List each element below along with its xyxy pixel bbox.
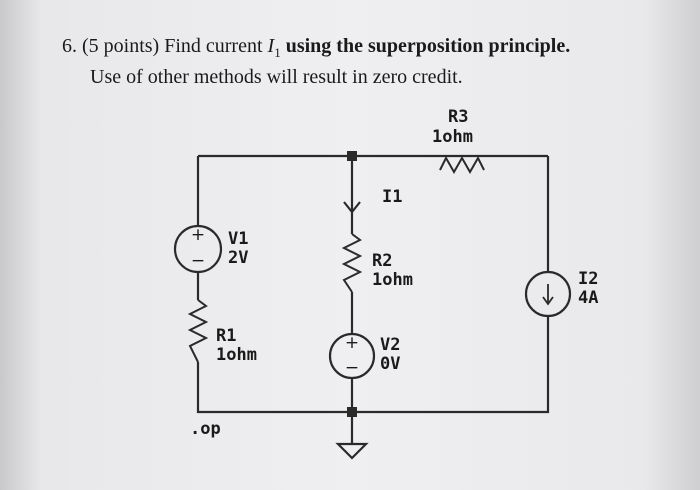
i1-name: I1	[382, 187, 402, 207]
v2-name: V2	[380, 335, 400, 355]
ground-symbol	[335, 442, 369, 460]
r2-value: 1ohm	[372, 270, 413, 290]
question-bold-text: using the superposition principle.	[285, 35, 571, 57]
r1-name: R1	[216, 326, 236, 346]
r2-resistor	[341, 233, 363, 293]
r2-name: R2	[372, 251, 392, 271]
current-subscript: 1	[274, 45, 281, 60]
i2-value: 4A	[578, 288, 598, 308]
question-line-1: 6. (5 points) Find current I1 using the …	[62, 34, 682, 65]
i2-name: I2	[578, 269, 598, 289]
node-top	[347, 151, 357, 161]
wire-right-bottom	[352, 316, 550, 414]
r3-name: R3	[448, 107, 468, 127]
i1-current-arrow	[343, 201, 361, 214]
question-number: 6.	[62, 35, 77, 57]
question-text: 6. (5 points) Find current I1 using the …	[62, 34, 682, 89]
r3-resistor	[439, 155, 485, 175]
op-directive: .op	[190, 419, 221, 439]
wire-left-bottom	[196, 362, 352, 414]
v1-name: V1	[228, 229, 248, 249]
current-symbol: I	[267, 35, 275, 57]
v1-voltage-source: + −	[173, 224, 223, 274]
r3-value: 1ohm	[432, 127, 473, 147]
v1-minus-sign: −	[191, 251, 205, 271]
v2-value: 0V	[380, 354, 400, 374]
node-bottom	[347, 407, 357, 417]
r1-resistor	[187, 299, 209, 363]
v2-plus-sign: +	[345, 333, 359, 353]
r1-value: 1ohm	[216, 345, 257, 365]
question-line-2: Use of other methods will result in zero…	[90, 66, 463, 88]
v1-value: 2V	[228, 248, 248, 268]
v1-plus-sign: +	[191, 225, 205, 245]
i2-current-source	[524, 270, 572, 318]
v2-voltage-source: + −	[328, 332, 376, 380]
v2-minus-sign: −	[345, 358, 359, 378]
question-points: (5 points) Find current	[82, 35, 263, 57]
